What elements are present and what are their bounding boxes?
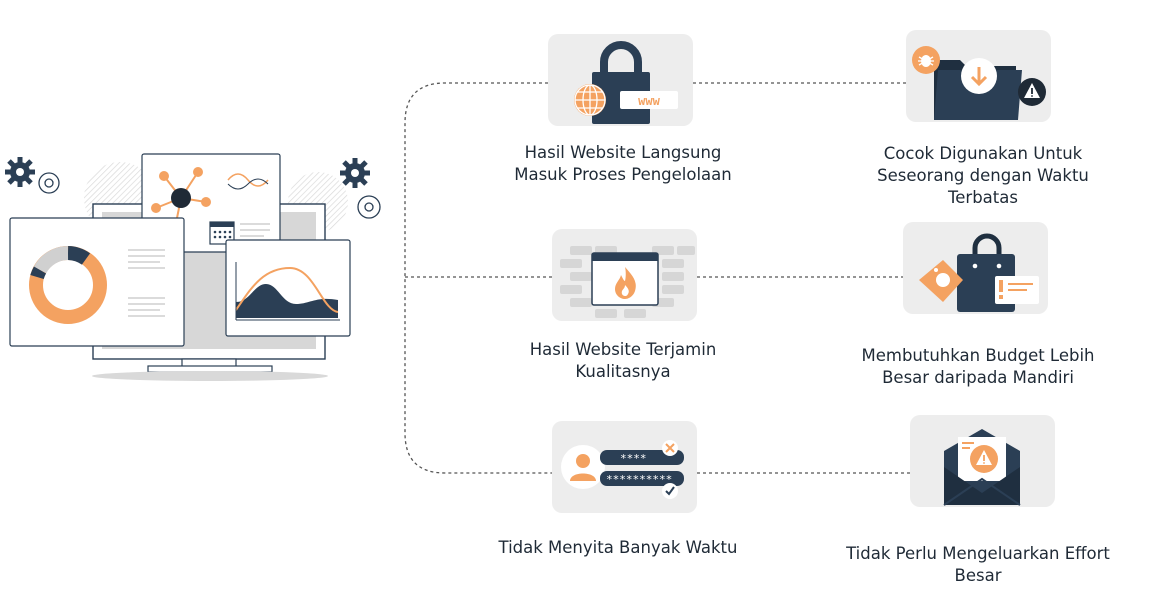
warning-icon: [1018, 78, 1046, 106]
gear-outline-icon: [38, 172, 60, 194]
www-label: www: [638, 94, 660, 108]
caption-line: Membutuhkan Budget Lebih: [861, 346, 1095, 365]
alert-card-icon: [995, 276, 1039, 304]
check-icon: [662, 483, 678, 499]
caption-line: Besar: [954, 566, 1002, 585]
password-mask-1: ****: [620, 452, 647, 465]
gear-outline-icon: [357, 195, 381, 219]
wave-chart-icon: [235, 262, 340, 321]
benefit-caption-3: Tidak Menyita Banyak Waktu: [480, 537, 756, 559]
caption-line: Tidak Perlu Mengeluarkan Effort: [846, 544, 1110, 563]
gear-icon: [340, 158, 370, 188]
drawback-caption-1: Cocok Digunakan Untuk Seseorang dengan W…: [855, 143, 1111, 209]
caption-line: Seseorang dengan Waktu: [877, 166, 1089, 185]
drawback-icon-box-3: [910, 415, 1055, 507]
download-icon: [961, 58, 997, 94]
drawback-caption-2: Membutuhkan Budget Lebih Besar daripada …: [845, 345, 1111, 389]
globe-icon: [574, 84, 606, 116]
password-login-icon: **** **********: [561, 440, 684, 499]
close-icon: [662, 440, 678, 456]
caption-line: Hasil Website Langsung: [524, 143, 722, 162]
benefit-icon-box-3: **** **********: [552, 421, 697, 513]
warning-icon: [970, 445, 998, 473]
caption-line: Kualitasnya: [575, 362, 671, 381]
branch-curve: [404, 82, 552, 474]
caption-line: Hasil Website Terjamin: [529, 340, 717, 359]
drawback-icon-box-1: [906, 30, 1051, 122]
shopping-bag-price-tag-icon: [919, 233, 1039, 312]
benefit-icon-box-2: [552, 229, 697, 321]
firewall-fire-icon: [560, 246, 695, 318]
donut-chart-icon: [29, 246, 107, 324]
drawback-icon-box-2: [903, 222, 1048, 314]
benefit-caption-2: Hasil Website Terjamin Kualitasnya: [500, 339, 746, 383]
analytics-dashboard-monitor-illustration: [5, 153, 381, 381]
price-tag-icon: [919, 260, 963, 302]
drawback-caption-3: Tidak Perlu Mengeluarkan Effort Besar: [822, 543, 1134, 587]
benefit-caption-1: Hasil Website Langsung Masuk Proses Peng…: [500, 142, 746, 186]
envelope-warning-icon: [943, 429, 1021, 506]
user-avatar-icon: [561, 445, 605, 489]
caption-line: Tidak Menyita Banyak Waktu: [498, 538, 738, 557]
caption-line: Masuk Proses Pengelolaan: [514, 165, 732, 184]
caption-line: Besar daripada Mandiri: [882, 368, 1074, 387]
padlock-globe-www-icon: www: [574, 41, 678, 124]
caption-line: Terbatas: [948, 188, 1018, 207]
bug-icon: [912, 46, 940, 74]
password-mask-2: **********: [606, 473, 672, 486]
folder-bug-warning-icon: [912, 46, 1046, 120]
calendar-icon: [209, 221, 235, 245]
gear-icon: [5, 157, 35, 187]
benefit-icon-box-1: www: [548, 34, 693, 126]
caption-line: Cocok Digunakan Untuk: [883, 144, 1083, 163]
